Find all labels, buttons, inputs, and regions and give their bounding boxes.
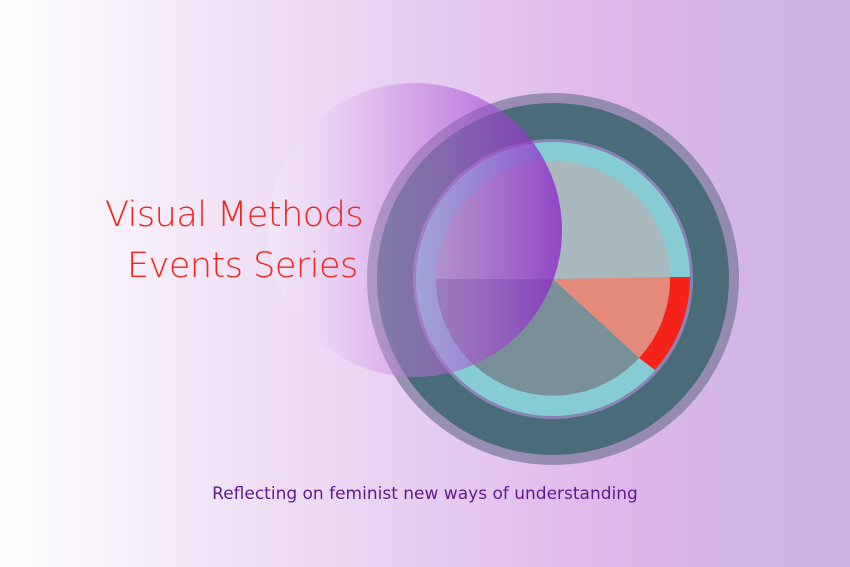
overlay-purple-circle — [268, 83, 562, 377]
title-line-1: Visual Methods — [105, 195, 364, 235]
pie-slice-salmon — [553, 277, 671, 358]
red-accent-segment — [639, 277, 691, 370]
title-line-2: Events Series — [127, 246, 358, 286]
tagline: Reflecting on feminist new ways of under… — [212, 484, 638, 504]
